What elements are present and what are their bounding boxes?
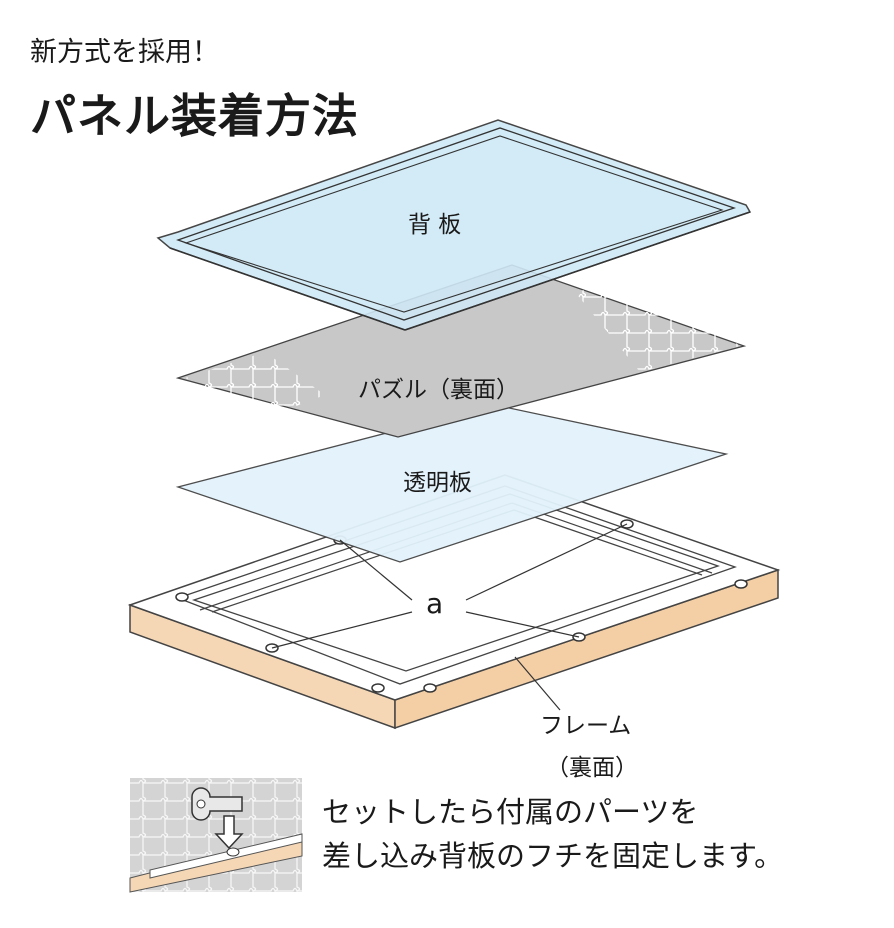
back-board: [156, 119, 752, 331]
puzzle-label: パズル（裏面）: [358, 377, 519, 403]
puzzle-pattern-left: [185, 352, 325, 418]
inset-illustration: [129, 778, 303, 893]
subtitle: 新方式を採用！: [30, 37, 219, 68]
point-a-label: a: [426, 587, 444, 620]
page-title: パネル装着方法: [30, 89, 359, 143]
back-board-label: 背 板: [408, 212, 462, 238]
clear-board-label: 透明板: [403, 470, 472, 496]
puzzle-layer: [175, 264, 747, 438]
callout-frame-line: [514, 656, 561, 711]
instruction-text: セットしたら付属のパーツを 差し込み背板のフチを固定します。: [322, 790, 882, 878]
frame-back-label: （裏面）: [546, 755, 638, 781]
instruction-line-1: セットしたら付属のパーツを: [322, 795, 699, 829]
frame-label: フレーム: [540, 713, 632, 739]
fixing-part-icon: [191, 787, 243, 821]
instruction-line-2: 差し込み背板のフチを固定します。: [322, 839, 784, 873]
down-arrow-icon: [214, 815, 244, 850]
puzzle-pattern-right: [575, 275, 740, 372]
frame-holes: [175, 519, 748, 693]
callout-a-lines: [271, 523, 628, 649]
